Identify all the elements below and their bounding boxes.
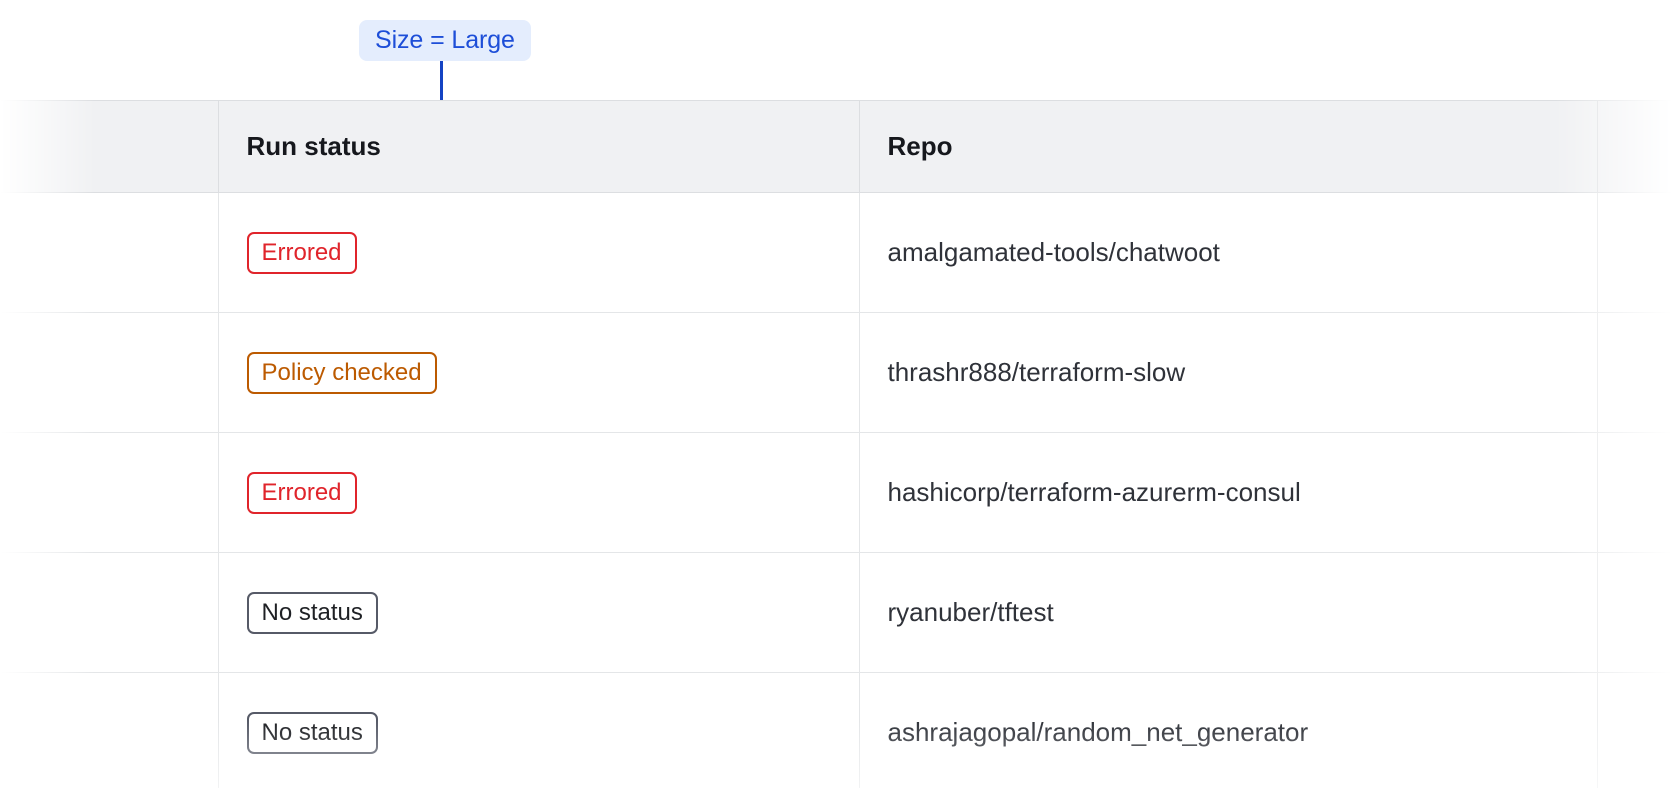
- cell-run-status: Errored: [218, 192, 860, 313]
- runs-table-container: Run status Repo Errored amalgamated-tool…: [0, 100, 1672, 788]
- table-header: Run status Repo: [0, 100, 1672, 193]
- row-spacer-cell: [0, 672, 219, 788]
- table-row[interactable]: No status ryanuber/tftest: [0, 552, 1672, 673]
- row-spacer-cell: [0, 312, 219, 433]
- row-spacer-cell: [0, 192, 219, 313]
- cell-run-status: Policy checked: [218, 312, 860, 433]
- table-row[interactable]: Policy checked thrashr888/terraform-slow: [0, 312, 1672, 433]
- cell-run-status: Errored: [218, 432, 860, 553]
- cell-run-status: No status: [218, 672, 860, 788]
- row-tail-cell: [1597, 192, 1672, 313]
- row-spacer-cell: [0, 552, 219, 673]
- table-row[interactable]: Errored amalgamated-tools/chatwoot: [0, 192, 1672, 313]
- table-row[interactable]: Errored hashicorp/terraform-azurerm-cons…: [0, 432, 1672, 553]
- table-body: Errored amalgamated-tools/chatwoot Polic…: [0, 192, 1672, 788]
- cell-repo[interactable]: hashicorp/terraform-azurerm-consul: [859, 432, 1598, 553]
- column-header-repo[interactable]: Repo: [859, 100, 1598, 193]
- column-header-run-status[interactable]: Run status: [218, 100, 860, 193]
- cell-repo[interactable]: thrashr888/terraform-slow: [859, 312, 1598, 433]
- column-header-tail: [1597, 100, 1672, 193]
- table-row[interactable]: No status ashrajagopal/random_net_genera…: [0, 672, 1672, 788]
- cell-repo[interactable]: amalgamated-tools/chatwoot: [859, 192, 1598, 313]
- row-tail-cell: [1597, 552, 1672, 673]
- status-badge[interactable]: Errored: [246, 231, 357, 274]
- cell-repo[interactable]: ashrajagopal/random_net_generator: [859, 672, 1598, 788]
- annotation-callout-size: Size = Large: [359, 20, 531, 61]
- row-spacer-cell: [0, 432, 219, 553]
- status-badge[interactable]: Errored: [246, 471, 357, 514]
- status-badge[interactable]: No status: [246, 711, 378, 754]
- status-badge[interactable]: Policy checked: [246, 351, 437, 394]
- row-tail-cell: [1597, 312, 1672, 433]
- status-badge[interactable]: No status: [246, 591, 378, 634]
- cell-repo[interactable]: ryanuber/tftest: [859, 552, 1598, 673]
- annotation-callout-label: Size = Large: [375, 26, 515, 54]
- runs-table: Run status Repo Errored amalgamated-tool…: [0, 100, 1672, 788]
- row-tail-cell: [1597, 672, 1672, 788]
- table-header-row: Run status Repo: [0, 100, 1672, 193]
- cell-run-status: No status: [218, 552, 860, 673]
- column-header-spacer: [0, 100, 219, 193]
- row-tail-cell: [1597, 432, 1672, 553]
